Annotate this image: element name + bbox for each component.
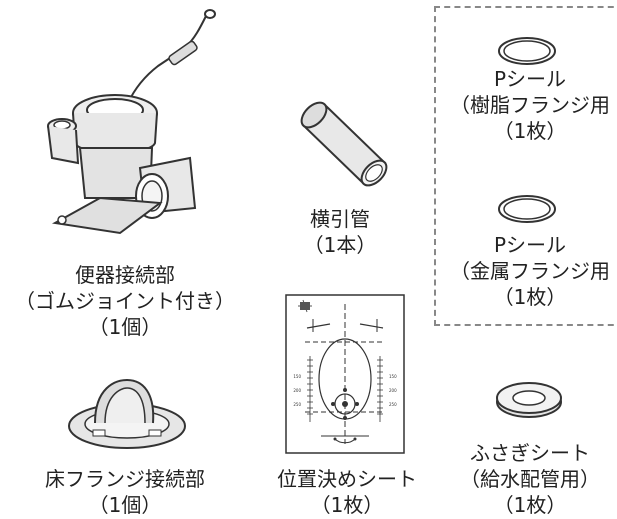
sheet-mark-right-1: 150 bbox=[389, 374, 397, 379]
cover-sheet-name: ふさぎシート bbox=[470, 441, 590, 465]
floor-flange-label: 床フランジ接続部 （1個） bbox=[20, 466, 230, 518]
p-seal-resin-illustration bbox=[498, 37, 556, 65]
position-sheet-name: 位置決めシート bbox=[277, 467, 417, 491]
p-seal-resin-qty: （1枚） bbox=[493, 119, 567, 143]
p-seal-metal-name: Pシール bbox=[493, 233, 567, 257]
sheet-mark-left-3: 250 bbox=[293, 402, 301, 407]
position-sheet-label: 位置決めシート （1枚） bbox=[262, 466, 432, 518]
p-seal-metal-illustration bbox=[498, 195, 556, 223]
toilet-connector-qty: （1個） bbox=[88, 315, 162, 339]
toilet-connector-name: 便器接続部 bbox=[75, 263, 175, 287]
cover-sheet-illustration bbox=[496, 382, 562, 418]
horizontal-pipe-illustration bbox=[300, 101, 388, 187]
p-seal-resin-sub: （樹脂フランジ用 bbox=[450, 93, 610, 117]
p-seal-group-box bbox=[434, 6, 617, 326]
cover-sheet-label: ふさぎシート （給水配管用） （1枚） bbox=[450, 440, 610, 518]
toilet-connector-sub: （ゴムジョイント付き） bbox=[15, 289, 235, 313]
p-seal-metal-label: Pシール （金属フランジ用 （1枚） bbox=[440, 232, 617, 310]
toilet-connector-illustration bbox=[47, 9, 216, 235]
cover-sheet-sub: （給水配管用） bbox=[460, 467, 600, 491]
horizontal-pipe-qty: （1本） bbox=[303, 233, 377, 257]
sheet-mark-left-1: 150 bbox=[293, 374, 301, 379]
horizontal-pipe-name: 横引管 bbox=[310, 207, 370, 231]
position-sheet-illustration: 150 200 250 150 200 250 bbox=[285, 294, 405, 454]
toilet-connector-label: 便器接続部 （ゴムジョイント付き） （1個） bbox=[0, 262, 250, 340]
sheet-logo bbox=[298, 299, 312, 313]
p-seal-metal-sub: （金属フランジ用 bbox=[450, 259, 610, 283]
floor-flange-name: 床フランジ接続部 bbox=[45, 467, 205, 491]
position-sheet-qty: （1枚） bbox=[310, 493, 384, 517]
p-seal-resin-label: Pシール （樹脂フランジ用 （1枚） bbox=[440, 66, 617, 144]
sheet-mark-left-2: 200 bbox=[293, 388, 301, 393]
sheet-mark-right-2: 200 bbox=[389, 388, 397, 393]
floor-flange-qty: （1個） bbox=[88, 493, 162, 517]
p-seal-resin-name: Pシール bbox=[493, 67, 567, 91]
p-seal-metal-qty: （1枚） bbox=[493, 285, 567, 309]
cover-sheet-qty: （1枚） bbox=[493, 493, 567, 517]
horizontal-pipe-label: 横引管 （1本） bbox=[280, 206, 400, 258]
floor-flange-illustration bbox=[68, 378, 186, 449]
sheet-mark-right-3: 250 bbox=[389, 402, 397, 407]
